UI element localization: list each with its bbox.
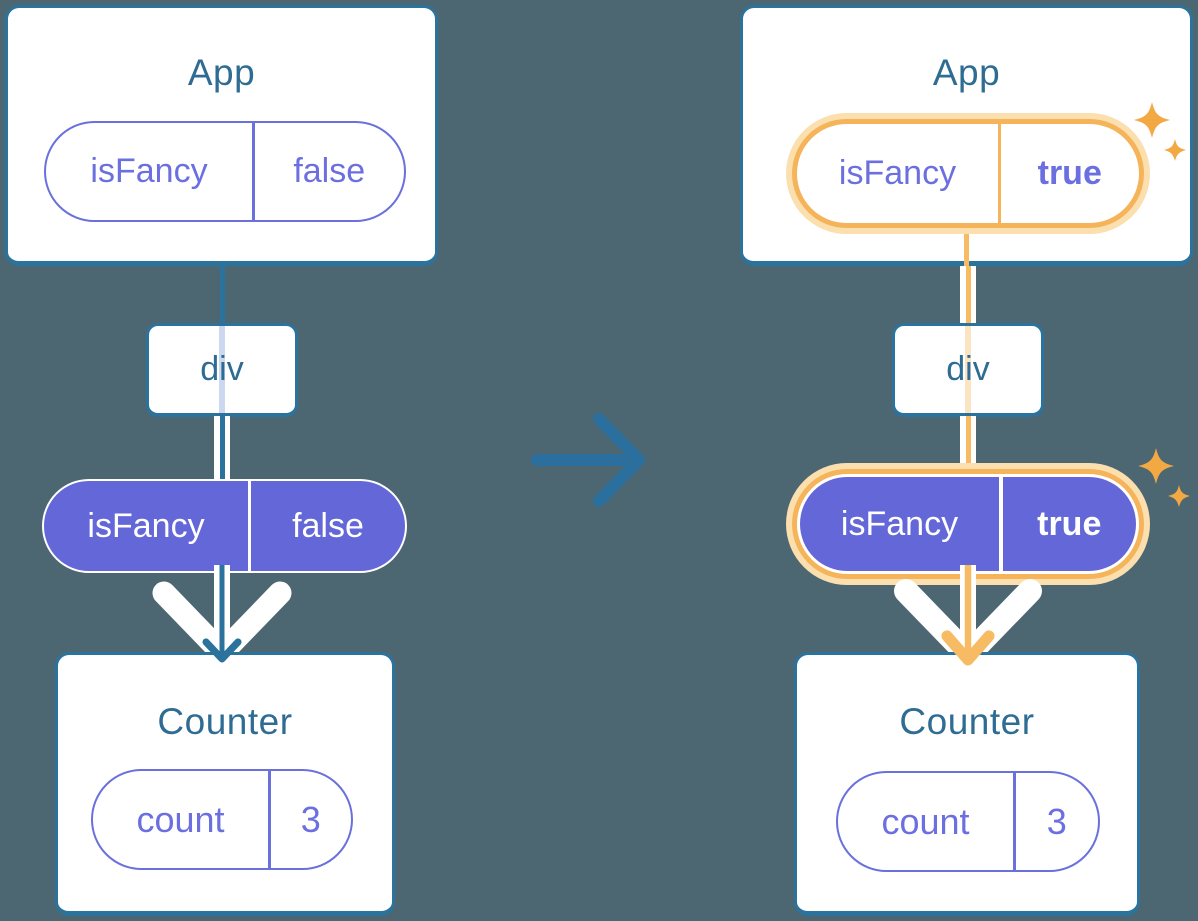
right-prop-pill: isFancy true xyxy=(800,477,1136,571)
state-name-label: count xyxy=(136,798,225,840)
right-prop-pill-highlighted: isFancy true xyxy=(786,463,1150,585)
prop-name-label: isFancy xyxy=(840,504,959,543)
pill-divider xyxy=(998,124,1001,223)
pill-divider xyxy=(1013,773,1016,870)
prop-value-label: true xyxy=(1037,504,1102,543)
prop-name-label: isFancy xyxy=(90,152,208,190)
sparkles-icon xyxy=(1134,102,1186,161)
sparkles-icon xyxy=(1138,448,1190,507)
left-counter-card: Counter count 3 xyxy=(55,652,395,916)
prop-name-label: isFancy xyxy=(838,154,957,192)
right-app-prop-pill: isFancy true xyxy=(797,124,1139,223)
right-counter-card: Counter count 3 xyxy=(794,652,1140,916)
pill-divider xyxy=(248,481,251,571)
right-app-to-div-pipe xyxy=(960,266,976,325)
left-prop-flow-line xyxy=(219,326,225,413)
right-div-node: div xyxy=(892,323,1044,417)
state-name-label: count xyxy=(881,800,970,842)
arrow-tip-overlay xyxy=(202,638,242,663)
left-app-prop-pill: isFancy false xyxy=(44,121,406,222)
prop-name-label: isFancy xyxy=(87,506,205,545)
left-app-card: App isFancy false xyxy=(5,5,438,266)
state-value-label: 3 xyxy=(300,798,321,840)
left-prop-pill: isFancy false xyxy=(42,479,407,573)
left-div-node: div xyxy=(146,323,298,417)
left-app-to-div-connector xyxy=(219,266,225,325)
arrow-right-icon xyxy=(531,413,645,507)
prop-value-label: true xyxy=(1037,154,1102,192)
arrow-tip-overlay xyxy=(941,630,995,666)
right-counter-title: Counter xyxy=(899,701,1035,742)
prop-value-label: false xyxy=(293,152,366,190)
left-count-pill: count 3 xyxy=(91,769,353,870)
left-div-label: div xyxy=(200,350,244,388)
right-app-internal-connector xyxy=(963,230,969,268)
right-app-title: App xyxy=(932,52,1001,93)
pill-divider xyxy=(999,477,1003,571)
pill-divider xyxy=(252,123,255,220)
left-div-to-pill-pipe xyxy=(214,416,230,482)
left-app-title: App xyxy=(187,52,256,93)
state-value-label: 3 xyxy=(1046,800,1067,842)
prop-value-label: false xyxy=(292,506,364,545)
right-div-to-pill-pipe xyxy=(960,416,976,468)
right-prop-flow-line xyxy=(965,326,971,413)
right-count-pill: count 3 xyxy=(836,771,1100,872)
pill-divider xyxy=(268,771,271,868)
left-counter-title: Counter xyxy=(157,701,293,742)
right-app-prop-pill-highlighted: isFancy true xyxy=(786,113,1150,234)
right-div-label: div xyxy=(946,350,990,388)
